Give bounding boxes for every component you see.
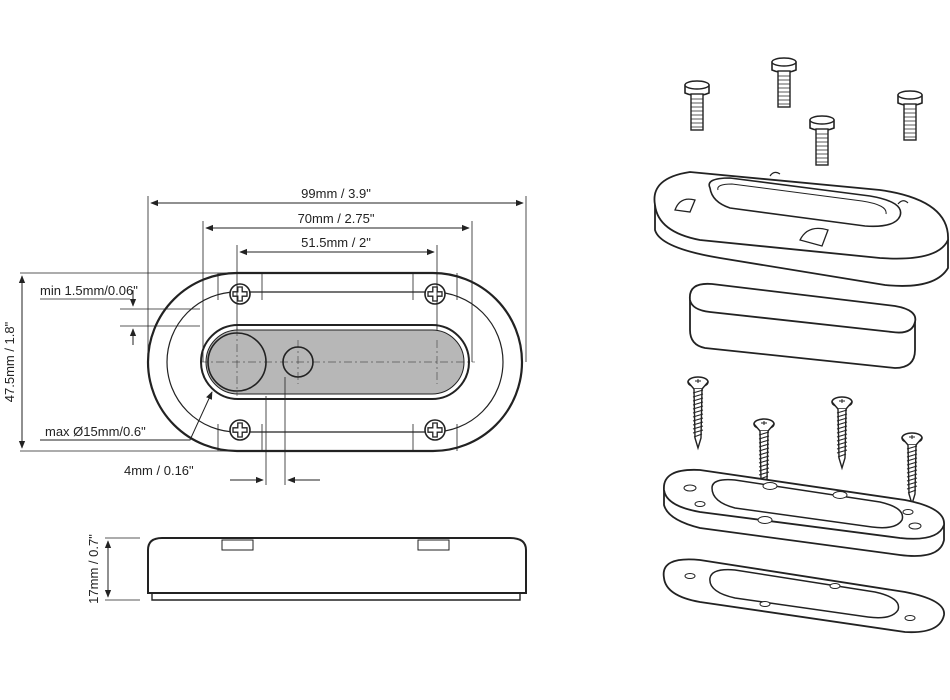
phillips-screw-icon — [424, 419, 446, 441]
thickness-label: 17mm / 0.7" — [86, 534, 101, 604]
overall-length-label: 99mm / 3.9" — [301, 186, 371, 201]
top-view: 99mm / 3.9" 70mm / 2.75" 51.5mm / 2" min… — [2, 186, 527, 485]
offset-label: 4mm / 0.16" — [124, 463, 194, 478]
exploded-flange — [663, 468, 945, 557]
exploded-housing — [653, 171, 949, 287]
phillips-screw-icon — [229, 419, 251, 441]
machine-screw-icon — [771, 57, 797, 108]
phillips-screw-icon — [424, 283, 446, 305]
side-view: 17mm / 0.7" — [86, 534, 527, 604]
phillips-screw-icon — [229, 283, 251, 305]
wood-screw-icon — [831, 396, 853, 469]
opening-length-label: 51.5mm / 2" — [301, 235, 371, 250]
side-profile — [147, 537, 527, 594]
min-wall-label: min 1.5mm/0.06" — [40, 283, 138, 298]
machine-screw-icon — [809, 115, 835, 166]
exploded-view — [653, 57, 949, 634]
screw-spacing-label: 70mm / 2.75" — [298, 211, 375, 226]
wood-screw-icon — [901, 432, 923, 505]
exploded-transducer — [689, 282, 917, 369]
max-hole-label: max Ø15mm/0.6" — [45, 424, 146, 439]
wood-screw-icon — [687, 376, 709, 449]
machine-screw-icon — [684, 80, 710, 131]
exploded-gasket — [662, 558, 945, 634]
machine-screw-icon — [897, 90, 923, 141]
height-label: 47.5mm / 1.8" — [2, 321, 17, 402]
